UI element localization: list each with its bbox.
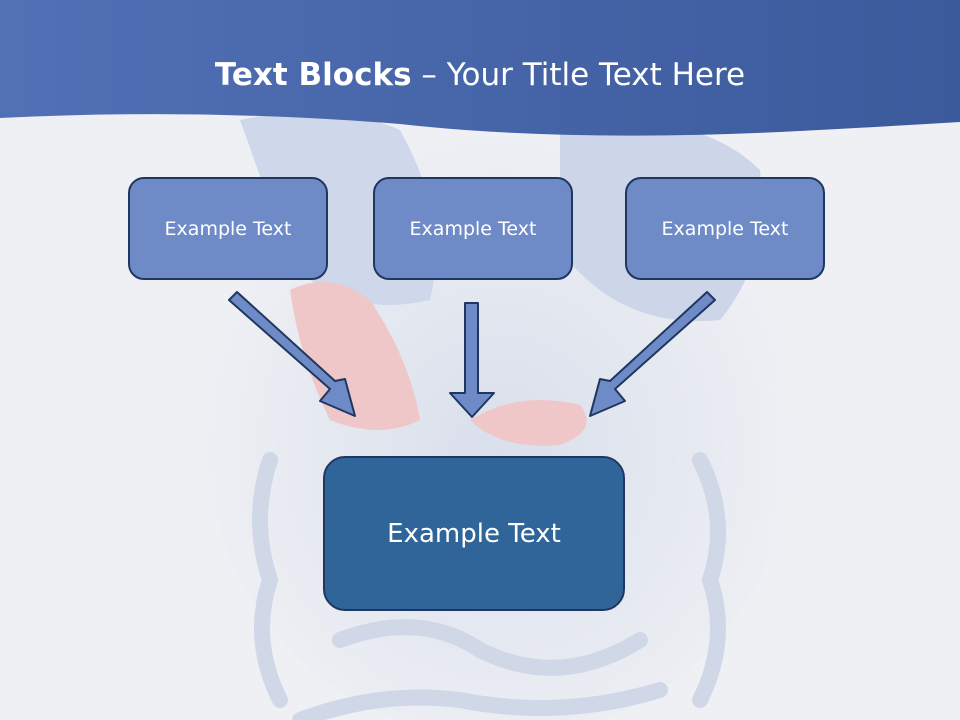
text-block-2[interactable]: Example Text	[373, 177, 573, 280]
text-block-1-label: Example Text	[164, 217, 292, 240]
center-text-block-label: Example Text	[387, 518, 561, 549]
text-block-2-label: Example Text	[409, 217, 537, 240]
title-rest: Your Title Text Here	[446, 57, 746, 93]
center-text-block[interactable]: Example Text	[323, 456, 625, 611]
title-bold: Text Blocks	[214, 57, 412, 93]
text-block-3[interactable]: Example Text	[625, 177, 825, 280]
header-banner	[0, 0, 960, 136]
arrow-middle	[449, 302, 495, 418]
title-separator: –	[411, 57, 447, 93]
page-title: Text Blocks – Your Title Text Here	[0, 52, 960, 98]
arrow-right	[589, 291, 716, 417]
text-block-1[interactable]: Example Text	[128, 177, 328, 280]
text-block-3-label: Example Text	[661, 217, 789, 240]
arrow-left	[228, 291, 356, 417]
